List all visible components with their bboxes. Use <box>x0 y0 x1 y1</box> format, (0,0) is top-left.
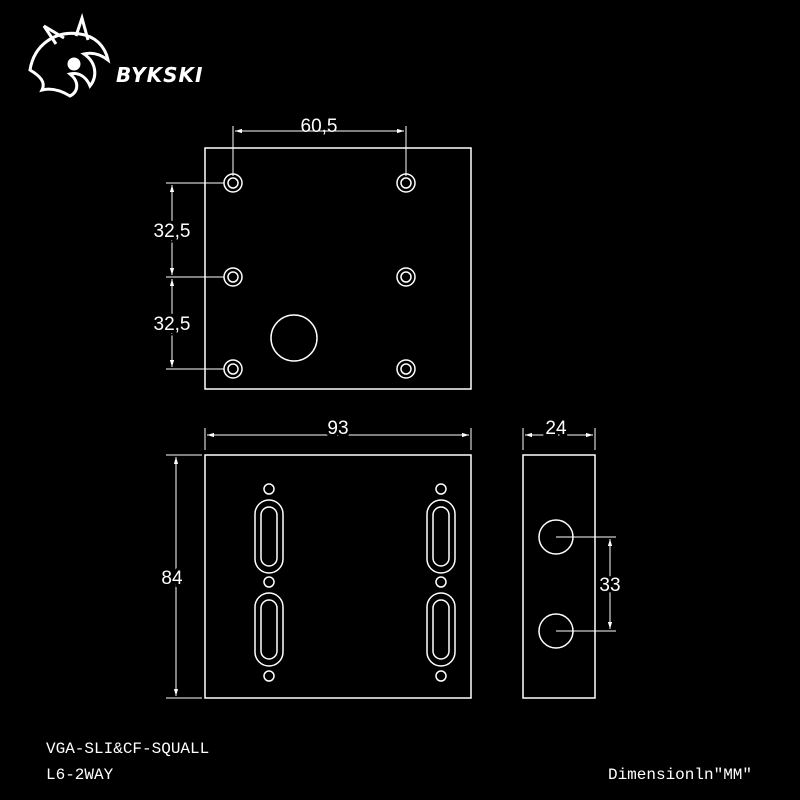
front-view-outline <box>204 454 472 699</box>
mounting-hole <box>223 173 243 193</box>
slot <box>426 499 456 574</box>
side-view <box>522 428 616 699</box>
mounting-hole <box>396 359 416 379</box>
mounting-hole <box>396 267 416 287</box>
side-view-outline <box>522 454 596 699</box>
model-label: VGA-SLI&CF-SQUALL <box>46 740 209 758</box>
mounting-holes <box>223 173 416 379</box>
slot <box>254 499 284 574</box>
dim-label-top-width: 60,5 <box>301 116 338 137</box>
dim-front-width <box>204 428 472 450</box>
front-view <box>166 428 472 699</box>
dim-top-width <box>232 126 407 176</box>
dragon-logo-icon <box>28 12 111 98</box>
slot <box>426 592 456 667</box>
dim-label-spacing-lower: 32,5 <box>154 314 191 335</box>
dim-side-width <box>522 428 596 450</box>
mounting-hole <box>396 173 416 193</box>
variant-label: L6-2WAY <box>46 766 114 784</box>
dim-label-spacing-upper: 32,5 <box>154 221 191 242</box>
mounting-hole <box>223 359 243 379</box>
brand-logo: BYKSKI <box>28 12 203 98</box>
dim-top-spacing <box>166 182 224 370</box>
slot-column-right <box>426 483 456 682</box>
dim-port-spacing <box>556 536 616 632</box>
dim-label-side-width: 24 <box>545 418 567 439</box>
top-view <box>166 126 472 390</box>
center-port <box>270 314 318 362</box>
dim-label-port-spacing: 33 <box>599 575 620 596</box>
dim-front-height <box>166 454 202 699</box>
dim-label-front-width: 93 <box>327 418 348 439</box>
brand-name: BYKSKI <box>116 63 203 87</box>
top-view-outline <box>204 147 472 390</box>
mounting-hole <box>223 267 243 287</box>
unit-note: Dimensionln"MM" <box>608 766 752 784</box>
slot-column-left <box>254 483 284 682</box>
slot <box>254 592 284 667</box>
dim-label-front-height: 84 <box>161 568 183 589</box>
